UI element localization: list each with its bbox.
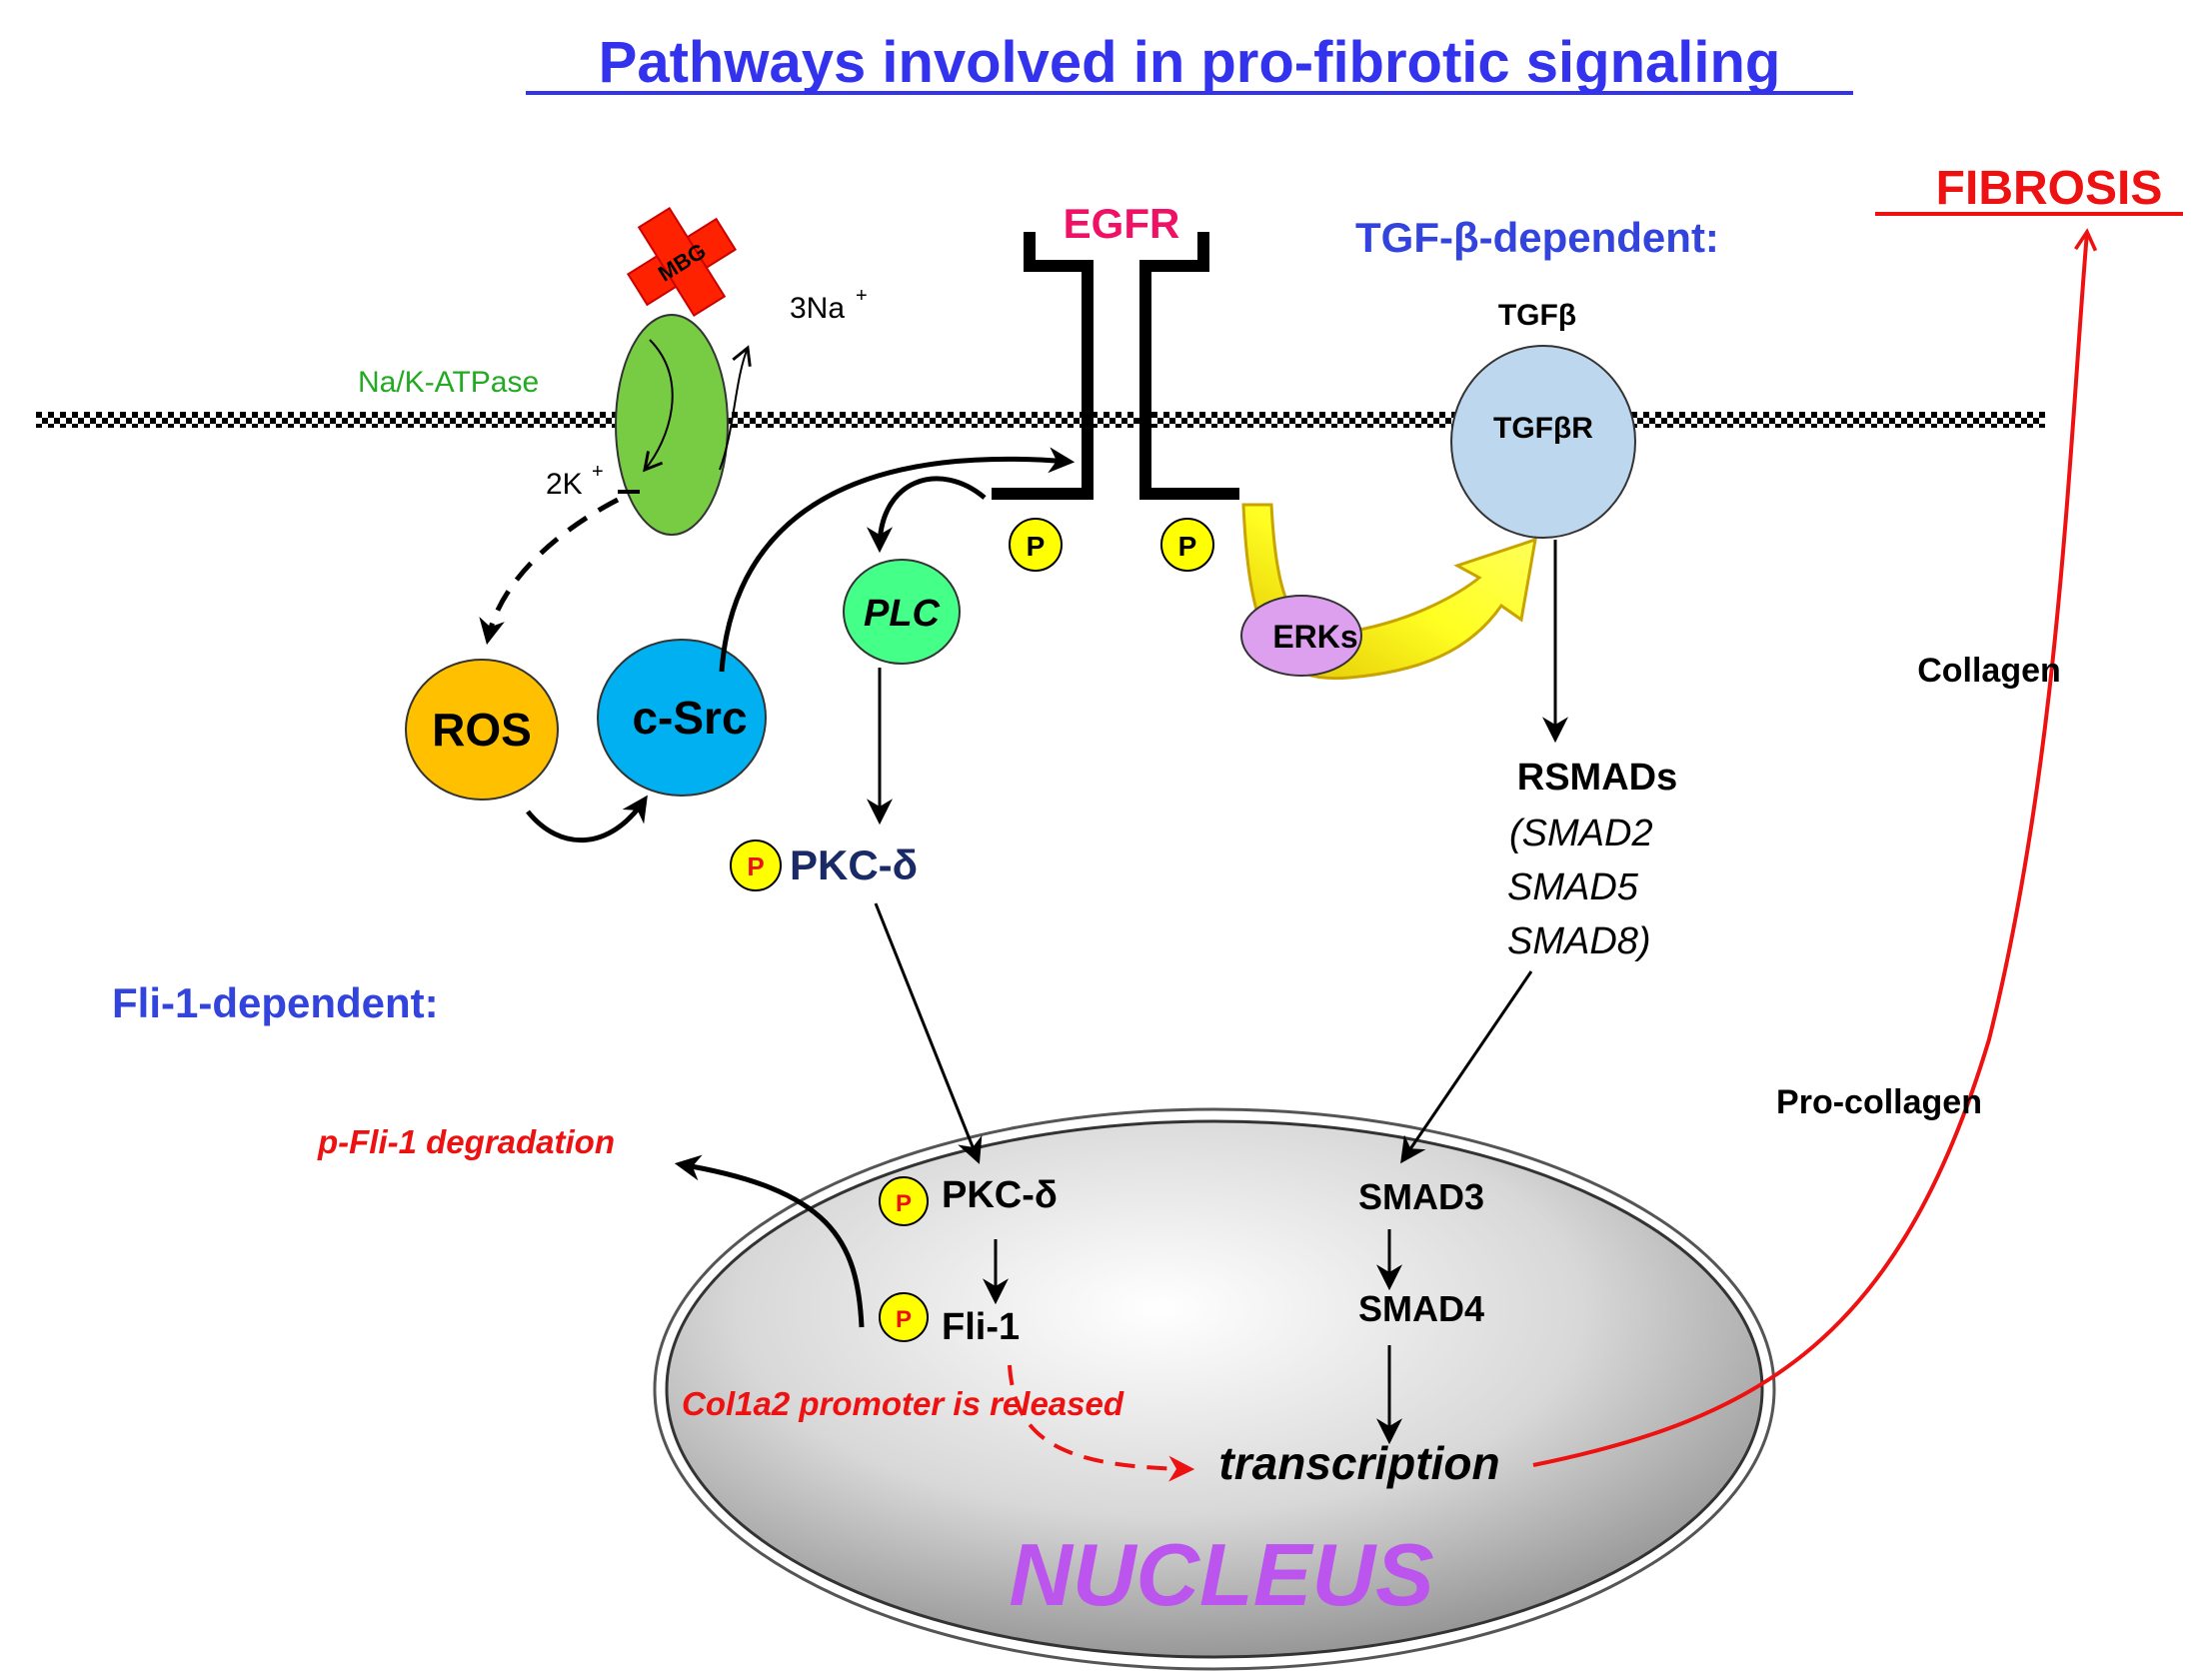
smad4-label: SMAD4: [1358, 1288, 1484, 1329]
k-influx-arrow: [643, 339, 674, 473]
pkcd-nucleus-label: PKC-δ: [942, 1174, 1058, 1216]
egfr-label: EGFR: [1064, 200, 1180, 247]
nucleus-label: NUCLEUS: [1009, 1525, 1433, 1624]
mbg-inhibitor-icon: MBG: [626, 206, 738, 318]
k-charge: +: [592, 461, 604, 483]
col1a2-label: Col1a2 promoter is released: [682, 1385, 1124, 1422]
transcription-to-fibrosis-curve: [1532, 228, 2098, 1467]
cell-membrane: [36, 412, 2045, 428]
c-src-node: [597, 639, 767, 797]
erks-label: ERKs: [1272, 619, 1357, 655]
page-title: Pathways involved in pro-fibrotic signal…: [599, 30, 1781, 95]
pkcd-cyto-label: PKC-δ: [790, 841, 918, 888]
smad5-label: SMAD5: [1507, 866, 1639, 908]
pfli1-degradation-label: p-Fli-1 degradation: [317, 1123, 615, 1160]
fli1-degradation-arrow: [674, 1154, 865, 1328]
plc-node: [843, 559, 961, 665]
tgfbr-receptor: [1450, 345, 1636, 539]
egfr-to-plc-arrow: [867, 476, 987, 554]
smad8-label: SMAD8): [1507, 920, 1651, 962]
tgf-section-title: TGF-β-dependent:: [1355, 214, 1719, 261]
ros-to-c-src-arrow: [526, 795, 648, 843]
tgfb-ligand-label: TGFβ: [1498, 299, 1576, 332]
ros-label: ROS: [432, 704, 532, 756]
collagen-label: Collagen: [1917, 652, 2061, 690]
egfr-phospho-right: P: [1160, 518, 1214, 572]
na-ion-label: 3Na +: [790, 285, 868, 325]
na-k-atpase-pump: [615, 314, 729, 536]
na-charge: +: [856, 285, 868, 307]
fli-section-title: Fli-1-dependent:: [112, 979, 439, 1026]
fibrosis-label: FIBROSIS: [1936, 162, 2163, 215]
rsmads-label: RSMADs: [1517, 757, 1677, 799]
fli1-phospho-label: P: [896, 1306, 912, 1333]
rsmads-to-smad3-arrow: [1400, 970, 1533, 1164]
egfr-receptor: [992, 232, 1239, 500]
na-efflux-arrow: [719, 345, 752, 471]
c-src-to-egfr-arrow: [719, 447, 1076, 673]
pump-to-ros-arrow: [479, 497, 620, 646]
smad2-label: (SMAD2: [1509, 813, 1653, 854]
pkcd-phospho-cyto: P: [730, 839, 782, 891]
pkcd-to-nucleus-arrow: [874, 902, 983, 1164]
erks-node: [1240, 595, 1362, 677]
transcription-label: transcription: [1218, 1437, 1499, 1489]
fli1-label: Fli-1: [942, 1306, 1020, 1348]
na-k-atpase-label: Na/K-ATPase: [358, 366, 539, 399]
pkcd-phospho-cyto-label: P: [747, 851, 764, 881]
pkcd-phospho-nuc-label: P: [896, 1190, 912, 1217]
smad3-label: SMAD3: [1358, 1176, 1484, 1217]
pkcd-phospho-nuc: P: [879, 1176, 929, 1226]
egfr-phospho-left: P: [1009, 518, 1063, 572]
ros-node: [405, 659, 559, 801]
plc-label: PLC: [864, 593, 941, 635]
fli1-phospho: P: [879, 1292, 929, 1342]
egfr-phospho-right-label: P: [1178, 531, 1197, 562]
na-label: 3Na: [790, 292, 845, 325]
egfr-phospho-left-label: P: [1027, 531, 1046, 562]
k-label: 2K: [546, 468, 583, 501]
k-ion-label: 2K +: [546, 461, 604, 501]
nucleus-body: [665, 1119, 1764, 1659]
pro-collagen-label: Pro-collagen: [1776, 1083, 1982, 1121]
c-src-label: c-Src: [632, 692, 747, 744]
tgfbr-label: TGFβR: [1493, 412, 1593, 445]
